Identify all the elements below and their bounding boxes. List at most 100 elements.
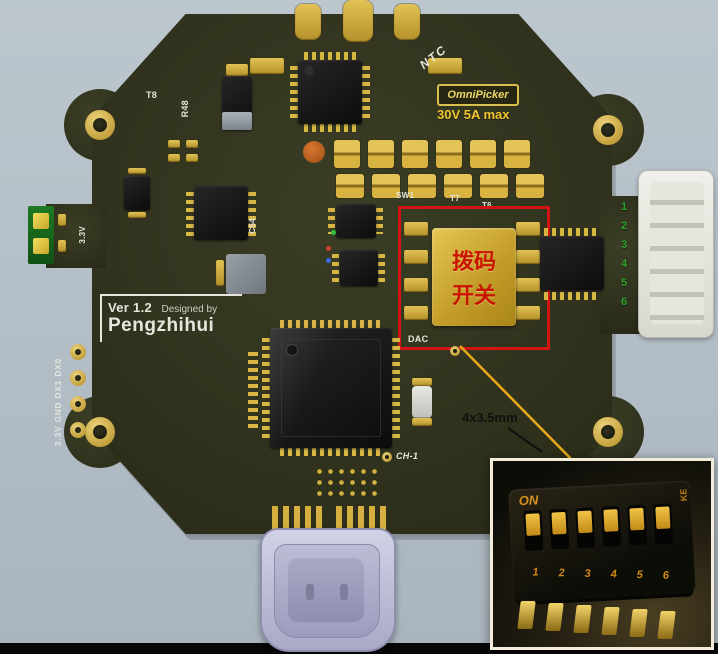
regulator-chip: [124, 176, 150, 210]
dip-switch-slot: [601, 506, 622, 547]
t8-label: T8: [146, 90, 158, 100]
pad: [250, 58, 284, 74]
pad: [128, 168, 146, 174]
jst-pin-number: 4: [620, 258, 628, 270]
brand-badge-text: OmniPicker: [447, 89, 509, 101]
dip-callout-line1: 拨码: [451, 249, 496, 274]
mcu-pins: [262, 338, 270, 438]
pcb-left-tab: [46, 204, 106, 268]
dip-number: 2: [558, 567, 565, 580]
jst-pin-number: 2: [620, 220, 628, 232]
capacitor: [470, 140, 496, 168]
ic-pins: [186, 192, 194, 236]
dip-number: 3: [584, 567, 592, 580]
gold-fingers: [336, 506, 388, 530]
capacitor: [504, 140, 530, 168]
pad: [58, 214, 66, 226]
dip-switch-slider: [629, 507, 645, 531]
usb-c-pin: [306, 584, 314, 600]
dip-number: 5: [636, 568, 644, 582]
qfn-pins: [304, 52, 356, 60]
dip-switch-slot: [575, 507, 596, 549]
metal-component: [226, 254, 266, 294]
jst-pin-number: 6: [620, 296, 628, 308]
ic-chip: [194, 186, 248, 240]
dip-pad: [516, 250, 540, 264]
status-led-green: [331, 230, 336, 235]
io-column-labels: 3.3V GND DX1 DX0: [54, 357, 63, 446]
version-line: Ver 1.2 Designed by: [108, 299, 217, 317]
dip-pin-leg: [517, 601, 536, 629]
top-pad-tab: [343, 0, 373, 42]
dip-pin-leg: [601, 607, 620, 635]
capacitor: [368, 140, 394, 168]
c54-label: C54: [248, 218, 257, 234]
dip-switch-slot: [627, 504, 648, 546]
dip-pad: [516, 222, 540, 236]
gold-fingers: [272, 506, 324, 530]
t6-label: T6: [482, 201, 492, 210]
dip-number: 1: [532, 566, 539, 579]
dip-pin-leg: [545, 603, 564, 631]
capacitor: [334, 140, 360, 168]
dip-pad: [516, 278, 540, 292]
ic-pins: [378, 254, 385, 282]
dip-number: 4: [610, 568, 618, 581]
dip-switch-inset: ON KE 1 2 3 4 5 6: [490, 458, 714, 650]
version-label: Ver 1.2: [108, 300, 153, 315]
status-led-red: [326, 246, 331, 251]
capacitor: [372, 174, 400, 198]
brand-badge: OmniPicker: [437, 84, 519, 106]
mount-hole: [593, 115, 623, 145]
pad-grid: [314, 466, 378, 498]
pad: [168, 154, 180, 162]
pad: [128, 212, 146, 218]
jst-pin-number: 3: [620, 239, 628, 251]
dip-pad: [404, 222, 428, 236]
dip-pad: [516, 306, 540, 320]
mount-hole: [85, 110, 115, 140]
dip-pin-leg: [657, 611, 676, 639]
capacitor: [444, 174, 472, 198]
dip-switch-slider: [603, 509, 619, 532]
ic-pins: [248, 192, 256, 236]
pad: [412, 378, 432, 386]
dip-pin-leg: [573, 605, 592, 633]
mcu-pins: [280, 448, 382, 456]
dip-switch-highlight-box: [398, 206, 550, 350]
author-label: Pengzhihui: [108, 315, 215, 336]
dip-callout-line2: 开关: [451, 283, 496, 308]
through-hole: [70, 422, 86, 438]
mount-hole: [85, 417, 115, 447]
qfn-pins: [290, 66, 298, 118]
capacitor: [402, 140, 428, 168]
dip-pad: [404, 250, 428, 264]
status-led-blue: [326, 258, 331, 263]
pad: [186, 140, 198, 148]
capacitor: [336, 174, 364, 198]
mount-hole: [593, 417, 623, 447]
dip-switch-slider: [577, 510, 593, 534]
designed-by-label: Designed by: [161, 304, 218, 315]
pad: [58, 240, 66, 252]
ic-pins: [376, 208, 383, 234]
pad: [186, 154, 198, 162]
pad: [412, 418, 432, 426]
led-window: [33, 238, 49, 254]
pad: [216, 260, 224, 286]
t7-label: T7: [450, 194, 460, 203]
jst-pin-number: 1: [620, 201, 628, 213]
dip-switch-slider: [525, 513, 541, 536]
dip-switch-slot: [653, 503, 674, 545]
pad: [226, 64, 248, 76]
jst-pin-number: 5: [620, 277, 628, 289]
through-hole: [70, 370, 86, 386]
dip-switch-component: 拨码 开关: [432, 228, 516, 326]
via: [450, 346, 460, 356]
ic-pins: [332, 254, 339, 282]
inset-dip-switch: ON KE 1 2 3 4 5 6: [508, 480, 696, 602]
ic-pins: [328, 208, 335, 234]
version-block-leftline: [100, 294, 102, 342]
mcu-pins: [392, 338, 400, 438]
capacitor: [408, 174, 436, 198]
